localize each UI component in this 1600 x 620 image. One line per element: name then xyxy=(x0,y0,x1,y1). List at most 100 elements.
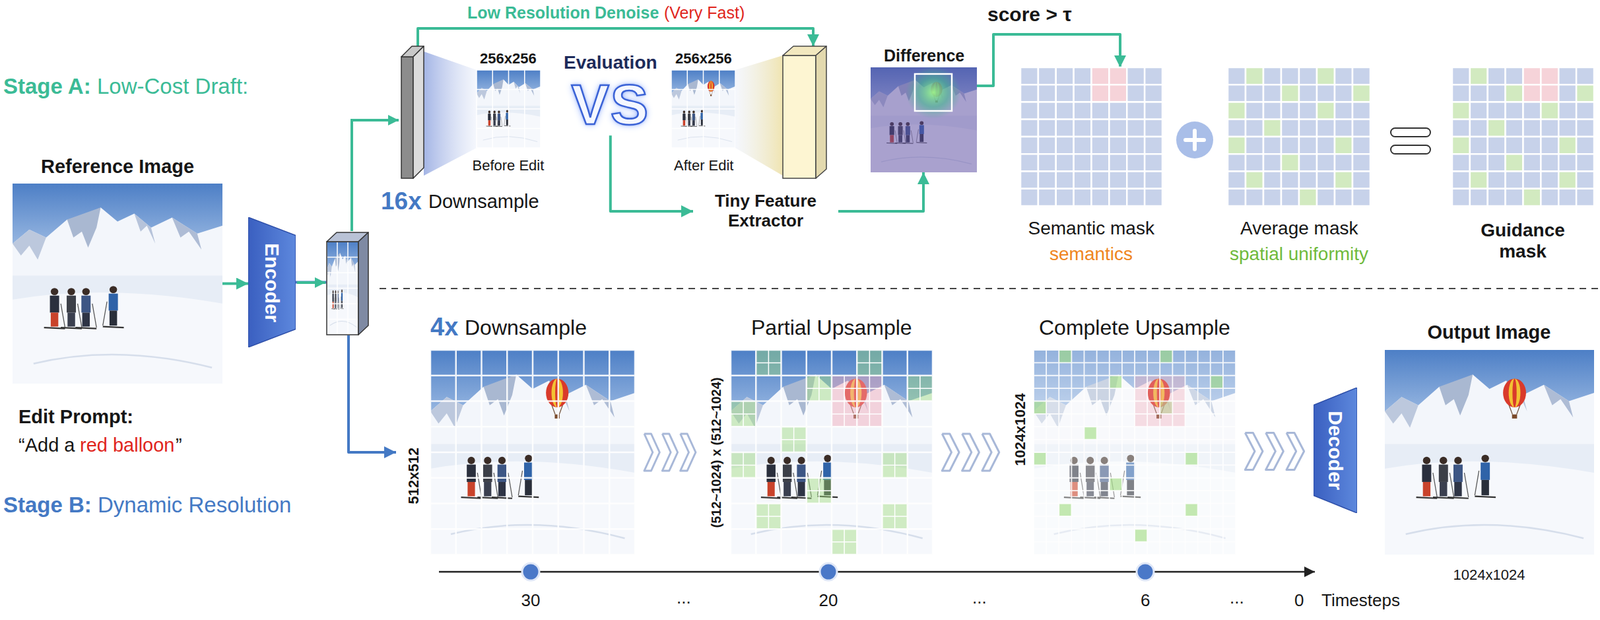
art-line xyxy=(671,89,736,91)
semantic-cell xyxy=(1020,102,1039,120)
average-cell xyxy=(1334,67,1353,85)
average-cell xyxy=(1334,119,1353,137)
art-line xyxy=(1033,477,1236,479)
slab-side xyxy=(413,46,424,179)
scale-factor: 4x xyxy=(430,312,459,342)
semantic-cell xyxy=(1073,67,1092,85)
size-label: 1024x1024 xyxy=(1453,566,1526,583)
guidance-cell xyxy=(1505,84,1524,102)
guidance-cell xyxy=(1540,136,1559,154)
guidance-cell xyxy=(1505,119,1524,137)
grid-lines xyxy=(326,241,359,335)
size-label: 1024x1024 xyxy=(1011,392,1029,466)
semantic-cell xyxy=(1056,84,1074,102)
guidance-cell xyxy=(1523,67,1542,85)
guidance-cell xyxy=(1558,102,1577,120)
sub-grid xyxy=(856,375,882,402)
guidance-cell xyxy=(1540,102,1559,120)
semantic-cell xyxy=(1091,119,1110,137)
size-label: 256x256 xyxy=(479,50,537,67)
tinted-cell xyxy=(907,375,933,402)
art-line xyxy=(1033,413,1236,415)
ski-scene xyxy=(326,241,359,335)
average-cell xyxy=(1227,84,1246,102)
guidance-cell xyxy=(1487,136,1506,154)
average-cell xyxy=(1316,119,1335,137)
mask-title: Average mask xyxy=(1240,217,1358,239)
semantic-cell xyxy=(1144,136,1163,154)
guidance-cell xyxy=(1540,153,1559,171)
art-line xyxy=(671,147,736,149)
prompt-highlight: red balloon xyxy=(79,434,175,457)
stage-divider xyxy=(379,287,1600,290)
average-cell xyxy=(1299,171,1317,189)
semantic-cell xyxy=(1108,84,1127,102)
timestep-value: 0 xyxy=(1294,590,1304,611)
semantic-cell xyxy=(1126,119,1145,137)
guidance-cell xyxy=(1452,67,1470,85)
semantic-cell xyxy=(1056,153,1074,171)
guidance-cell xyxy=(1576,153,1595,171)
equals-symbol xyxy=(1390,128,1431,137)
average-cell xyxy=(1316,67,1335,85)
edge-label: Low Resolution Denoise xyxy=(467,3,659,23)
evaluation-block: EvaluationVS xyxy=(561,49,661,136)
art-line xyxy=(730,553,933,556)
art-line xyxy=(730,528,933,531)
stage-title: Low-Cost Draft: xyxy=(97,73,249,100)
tinted-cell xyxy=(781,426,807,453)
average-cell xyxy=(1245,153,1264,171)
average-cell xyxy=(1263,102,1282,120)
semantic-cell xyxy=(1020,188,1039,206)
guidance-cell xyxy=(1523,188,1542,206)
axis-title: Timesteps xyxy=(1321,590,1400,611)
prompt-text: “Add a xyxy=(18,434,75,457)
tinted-cell xyxy=(856,349,882,376)
guidance-cell xyxy=(1452,171,1470,189)
size-label: 512x512 xyxy=(405,446,422,504)
flow-arrow xyxy=(222,282,249,286)
ellipsis: ... xyxy=(1229,588,1245,608)
guidance-cell xyxy=(1523,102,1542,120)
guidance-cell xyxy=(1469,102,1488,120)
art-line xyxy=(430,425,635,428)
tinted-cell xyxy=(1109,375,1123,389)
art-line xyxy=(1033,502,1236,505)
grid-heading: Complete Upsample xyxy=(1038,315,1231,340)
guidance-cell xyxy=(1452,102,1470,120)
art-line xyxy=(430,502,635,505)
guidance-cell xyxy=(1469,84,1488,102)
art-line xyxy=(1033,400,1236,402)
average-cell xyxy=(1334,136,1353,154)
grid-lines xyxy=(1033,349,1236,555)
average-cell xyxy=(1281,188,1300,206)
size-label: (512~1024) x (512~1024) xyxy=(708,376,725,528)
tinted-cell xyxy=(856,401,882,428)
average-cell xyxy=(1263,188,1282,206)
guidance-cell xyxy=(1469,67,1488,85)
semantic-cell xyxy=(1056,119,1074,137)
guidance-cell xyxy=(1487,102,1506,120)
semantic-cell xyxy=(1144,84,1163,102)
guidance-cell xyxy=(1576,171,1595,189)
guidance-cell xyxy=(1469,136,1488,154)
art-line xyxy=(1033,349,1236,351)
sub-grid xyxy=(730,452,756,478)
sub-grid xyxy=(856,349,882,376)
ski-scene xyxy=(1384,349,1595,555)
guidance-cell xyxy=(1487,67,1506,85)
art-line xyxy=(430,477,635,480)
average-cell xyxy=(1227,119,1246,137)
tinted-cell xyxy=(806,477,832,504)
latent-grid: 4xDownsample512x512 xyxy=(396,349,635,555)
semantic-cell xyxy=(1056,136,1074,154)
semantic-cell xyxy=(1020,153,1039,171)
art-line xyxy=(730,425,933,428)
block-label: Encoder xyxy=(260,242,284,323)
guidance-cell xyxy=(1558,136,1577,154)
mask-grid: Semantic masksemantics xyxy=(1020,67,1163,206)
sub-grid xyxy=(882,503,908,530)
average-cell xyxy=(1352,67,1371,85)
plus-symbol xyxy=(1185,130,1204,150)
average-cell xyxy=(1299,136,1317,154)
